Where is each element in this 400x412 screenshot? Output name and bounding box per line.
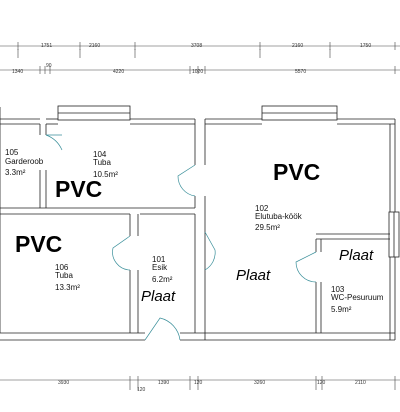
dim-bottom-4: 120 — [194, 380, 203, 386]
svg-text:29.5m²: 29.5m² — [255, 223, 280, 232]
svg-text:101: 101 — [152, 255, 166, 264]
dim-mid-3: 4220 — [113, 69, 124, 75]
svg-text:Tuba: Tuba — [93, 158, 111, 167]
room-101-label: 101 Esik 6.2m² — [152, 255, 173, 284]
dim-mid-4: 1020 — [192, 69, 203, 75]
dim-top-2: 2160 — [89, 43, 100, 49]
svg-text:13.3m²: 13.3m² — [55, 283, 80, 292]
svg-text:105: 105 — [5, 148, 19, 157]
floor-label-pvc-102: PVC — [273, 159, 320, 185]
door-106 — [112, 235, 131, 271]
svg-text:104: 104 — [93, 150, 107, 159]
room-103-label: 103 WC-Pesuruum 5.9m² — [331, 285, 384, 314]
svg-text:3.3m²: 3.3m² — [5, 168, 26, 177]
door-swings — [45, 134, 317, 341]
dim-bottom-2: 120 — [137, 387, 146, 393]
svg-text:103: 103 — [331, 285, 345, 294]
bottom-dimensions — [0, 376, 400, 390]
dim-bottom-1: 3930 — [58, 380, 69, 386]
walls — [0, 105, 400, 341]
dim-bottom-6: 120 — [317, 380, 326, 386]
door-102-101 — [204, 231, 216, 271]
dim-mid-2: 90 — [46, 63, 52, 69]
svg-text:Garderoob: Garderoob — [5, 157, 44, 166]
svg-text:102: 102 — [255, 204, 269, 213]
entrance-door — [144, 317, 181, 341]
door-105 — [45, 134, 63, 151]
dim-top-4: 2160 — [292, 43, 303, 49]
dim-bottom-7: 2110 — [355, 380, 366, 386]
room-102-label: 102 Elutuba-köök 29.5m² — [255, 204, 303, 232]
dim-top-1: 1751 — [41, 43, 52, 49]
svg-text:Esik: Esik — [152, 263, 168, 272]
floor-label-plaat-101: Plaat — [141, 288, 176, 305]
dim-bottom-5: 3260 — [254, 380, 265, 386]
room-105-label: 105 Garderoob 3.3m² — [5, 148, 44, 177]
dim-top-3: 3708 — [191, 43, 202, 49]
svg-text:6.2m²: 6.2m² — [152, 275, 173, 284]
svg-text:10.5m²: 10.5m² — [93, 170, 118, 179]
floor-label-plaat-102: Plaat — [236, 267, 271, 284]
floor-label-pvc-106: PVC — [15, 231, 62, 257]
top-dimensions-row2 — [0, 66, 400, 74]
dim-mid-1: 1340 — [12, 69, 23, 75]
svg-text:Tuba: Tuba — [55, 271, 73, 280]
room-106-label: 106 Tuba 13.3m² — [55, 263, 80, 292]
floor-label-plaat-103: Plaat — [339, 247, 374, 264]
door-104-102 — [177, 164, 196, 197]
svg-text:106: 106 — [55, 263, 69, 272]
floor-label-pvc-104: PVC — [55, 176, 102, 202]
svg-text:5.9m²: 5.9m² — [331, 305, 352, 314]
room-104-label: 104 Tuba 10.5m² — [93, 150, 118, 179]
dim-top-5: 1750 — [360, 43, 371, 49]
door-103 — [295, 251, 317, 283]
top-dimensions-row1 — [0, 42, 400, 58]
dim-bottom-3: 1390 — [158, 380, 169, 386]
dim-mid-5: 5570 — [295, 69, 306, 75]
svg-text:WC-Pesuruum: WC-Pesuruum — [331, 293, 384, 302]
svg-text:Elutuba-köök: Elutuba-köök — [255, 212, 303, 221]
